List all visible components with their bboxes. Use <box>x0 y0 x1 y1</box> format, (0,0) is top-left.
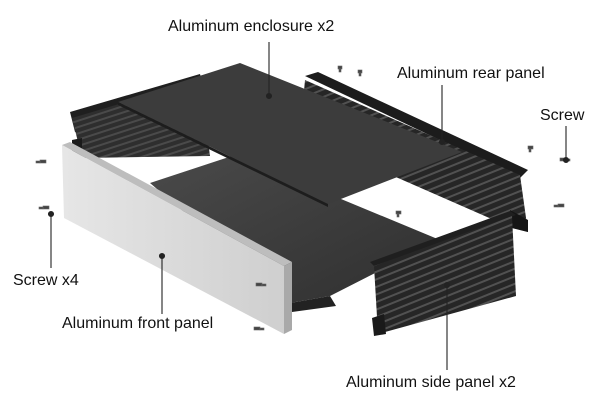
label-screw: Screw <box>540 107 585 124</box>
label-screw-x4: Screw x4 <box>13 272 79 289</box>
screw-icon <box>357 69 363 77</box>
screw-icon <box>395 210 402 218</box>
leader-enclosure-dot <box>265 92 273 100</box>
label-aluminum-front-panel: Aluminum front panel <box>62 315 214 332</box>
leader-front-dot <box>158 252 166 260</box>
leader-screw4-dot <box>47 210 55 218</box>
leader-lines <box>47 42 570 370</box>
front-panel <box>62 142 292 334</box>
screw-icon <box>38 205 50 210</box>
top-cover-plate <box>118 63 462 207</box>
label-aluminum-side-panel: Aluminum side panel x2 <box>346 374 516 391</box>
right-side-rail <box>370 211 516 336</box>
screw-icon <box>553 203 565 208</box>
leader-side-dot <box>443 281 451 289</box>
label-aluminum-enclosure: Aluminum enclosure x2 <box>168 18 335 35</box>
label-aluminum-rear-panel: Aluminum rear panel <box>397 65 545 82</box>
screw-icon <box>527 145 534 153</box>
leader-screw-dot <box>562 156 570 164</box>
screw-icon <box>253 326 265 331</box>
leader-rear-dot <box>438 138 446 146</box>
bottom-plate <box>150 155 440 312</box>
screw-icon <box>255 282 267 287</box>
screw-icon <box>35 159 47 164</box>
screw-icon <box>337 65 343 73</box>
